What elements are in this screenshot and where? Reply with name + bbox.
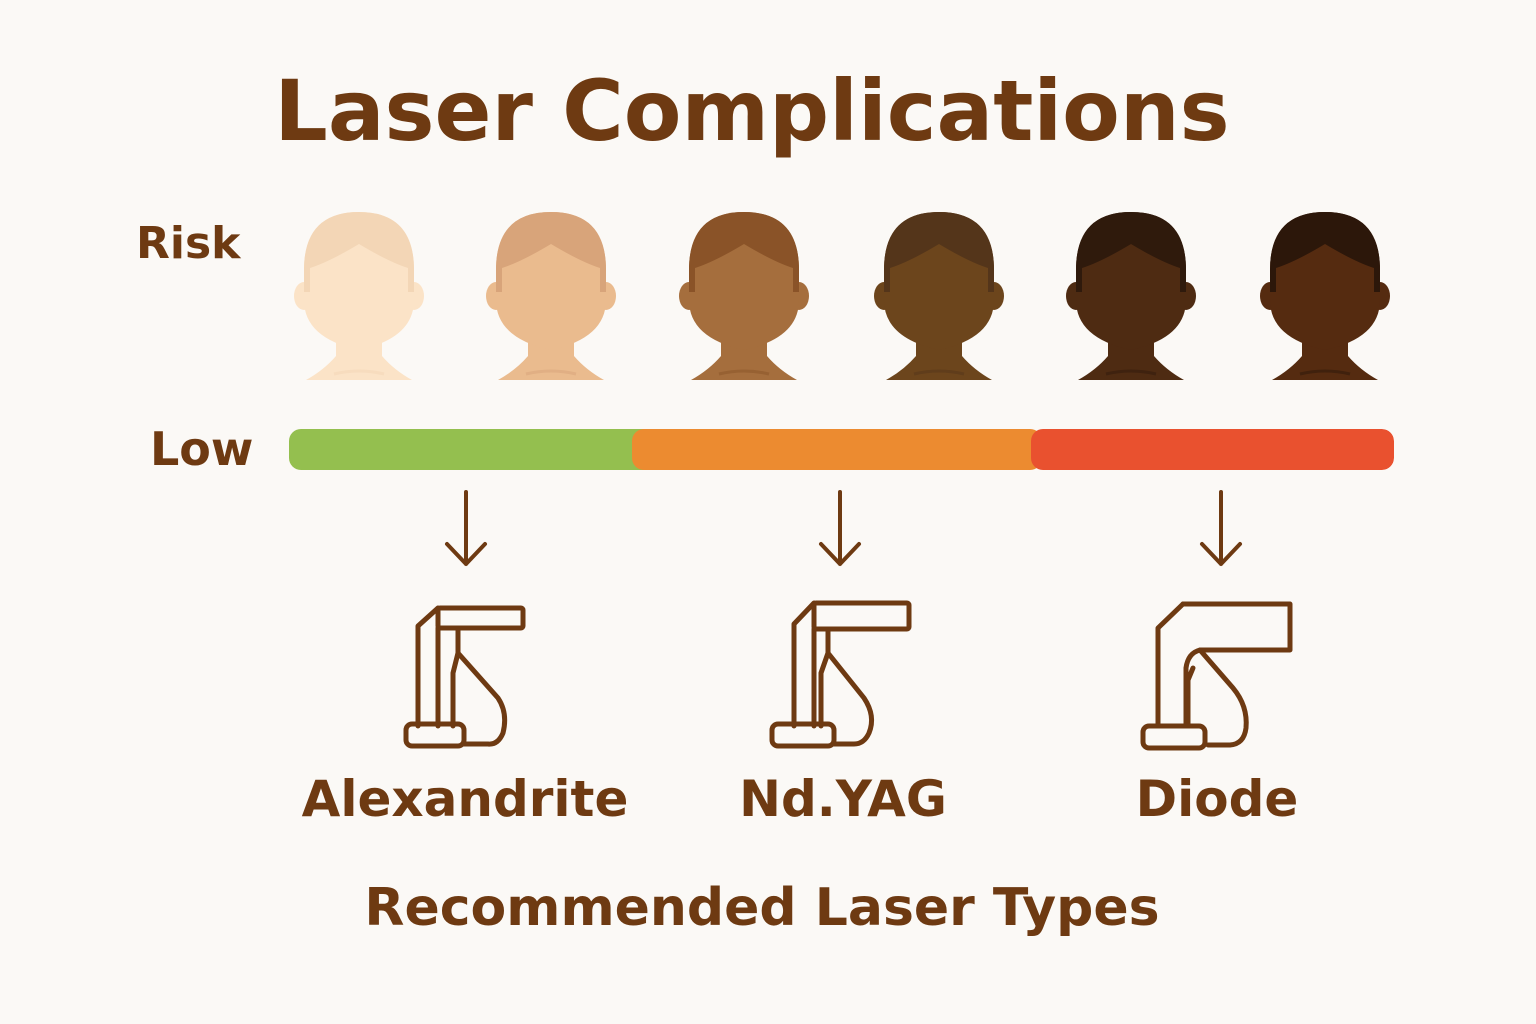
laser-label-alexandrite: Alexandrite — [301, 770, 629, 828]
face-icon-type-1 — [294, 212, 424, 380]
footer-caption: Recommended Laser Types — [364, 878, 1160, 938]
risk-segment-low — [289, 429, 649, 470]
laser-label-diode: Diode — [1135, 770, 1299, 828]
risk-segment-medium — [632, 429, 1042, 470]
laser-handpiece-icon — [403, 605, 526, 749]
risk-segment-high — [1031, 429, 1394, 470]
laser-label-ndyag: Nd.YAG — [739, 770, 947, 828]
face-icon-type-4 — [874, 212, 1004, 380]
page-title: Laser Complications — [274, 62, 1230, 160]
face-icon-type-2 — [486, 212, 616, 380]
laser-handpiece-icon — [769, 600, 912, 749]
down-arrow-icon — [1200, 490, 1242, 566]
laser-handpiece-icon — [1140, 601, 1293, 751]
skin-tone-row — [0, 0, 1536, 400]
risk-scale-bar — [289, 429, 1394, 470]
low-label: Low — [150, 422, 254, 476]
down-arrow-icon — [819, 490, 861, 566]
face-icon-type-5 — [1066, 212, 1196, 380]
risk-label: Risk — [136, 218, 241, 269]
face-icon-type-6 — [1260, 212, 1390, 380]
face-icon-type-3 — [679, 212, 809, 380]
down-arrow-icon — [445, 490, 487, 566]
